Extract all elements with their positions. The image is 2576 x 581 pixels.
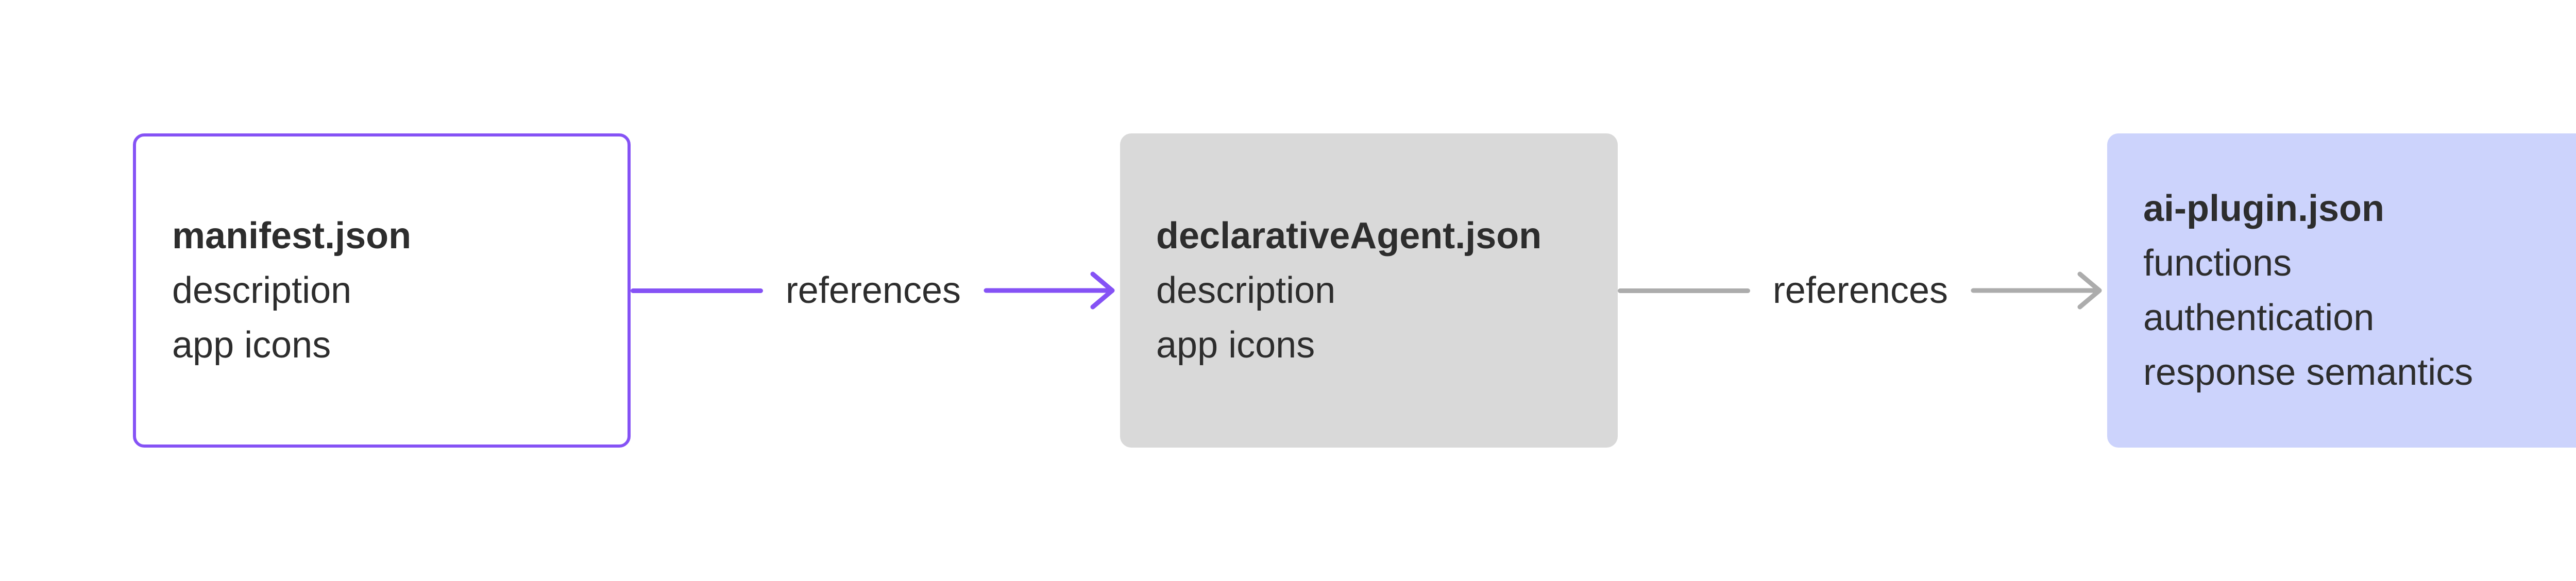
connector-declarative-to-aiplugin: references	[1618, 267, 2107, 314]
arrow-right-icon	[984, 271, 1115, 310]
node-title: manifest.json	[172, 215, 412, 257]
connector-line	[1618, 288, 1750, 293]
node-item: app icons	[172, 324, 331, 366]
node-item: functions	[2143, 243, 2292, 284]
node-item: app icons	[1156, 324, 1315, 366]
node-manifest-json: manifest.json description app icons	[133, 133, 631, 448]
node-item: description	[172, 270, 352, 311]
node-title: declarativeAgent.json	[1156, 215, 1542, 257]
arrow-right-icon	[1971, 271, 2102, 310]
node-item: authentication	[2143, 297, 2375, 338]
node-ai-plugin-json: ai-plugin.json functions authentication …	[2107, 133, 2576, 448]
connector-line	[631, 288, 763, 293]
connector-manifest-to-declarative: references	[631, 267, 1120, 314]
node-declarative-agent-json: declarativeAgent.json description app ic…	[1120, 133, 1618, 448]
references-label: references	[1772, 270, 1948, 311]
node-item: description	[1156, 270, 1336, 311]
node-item: response semantics	[2143, 352, 2473, 393]
node-title: ai-plugin.json	[2143, 188, 2384, 229]
references-label: references	[785, 270, 961, 311]
